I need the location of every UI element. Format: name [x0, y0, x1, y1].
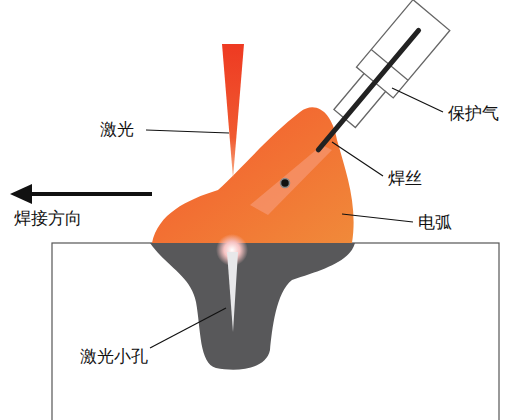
droplet — [281, 179, 290, 188]
keyhole — [227, 252, 238, 332]
part-label: 保护气 — [448, 103, 499, 123]
part-label: 激光小孔 — [80, 346, 148, 366]
part-label: 激光 — [100, 119, 134, 139]
part-label: 焊丝 — [388, 168, 422, 188]
filler-wire — [318, 30, 418, 150]
arrow-head — [10, 184, 32, 204]
part-label: 电弧 — [418, 212, 452, 232]
molten-pool — [150, 243, 355, 370]
leader-line — [392, 88, 443, 112]
direction-arrow — [28, 192, 152, 196]
arc-plume — [152, 107, 354, 243]
torch-nozzle — [300, 0, 450, 165]
leader-line — [342, 214, 413, 222]
workpiece — [52, 243, 499, 420]
leader-line — [332, 142, 383, 176]
arc-core — [250, 145, 332, 215]
leader-line — [150, 308, 226, 348]
leader-line — [146, 130, 229, 133]
laser-beam — [222, 44, 244, 178]
part-label: 焊接方向 — [14, 208, 82, 228]
